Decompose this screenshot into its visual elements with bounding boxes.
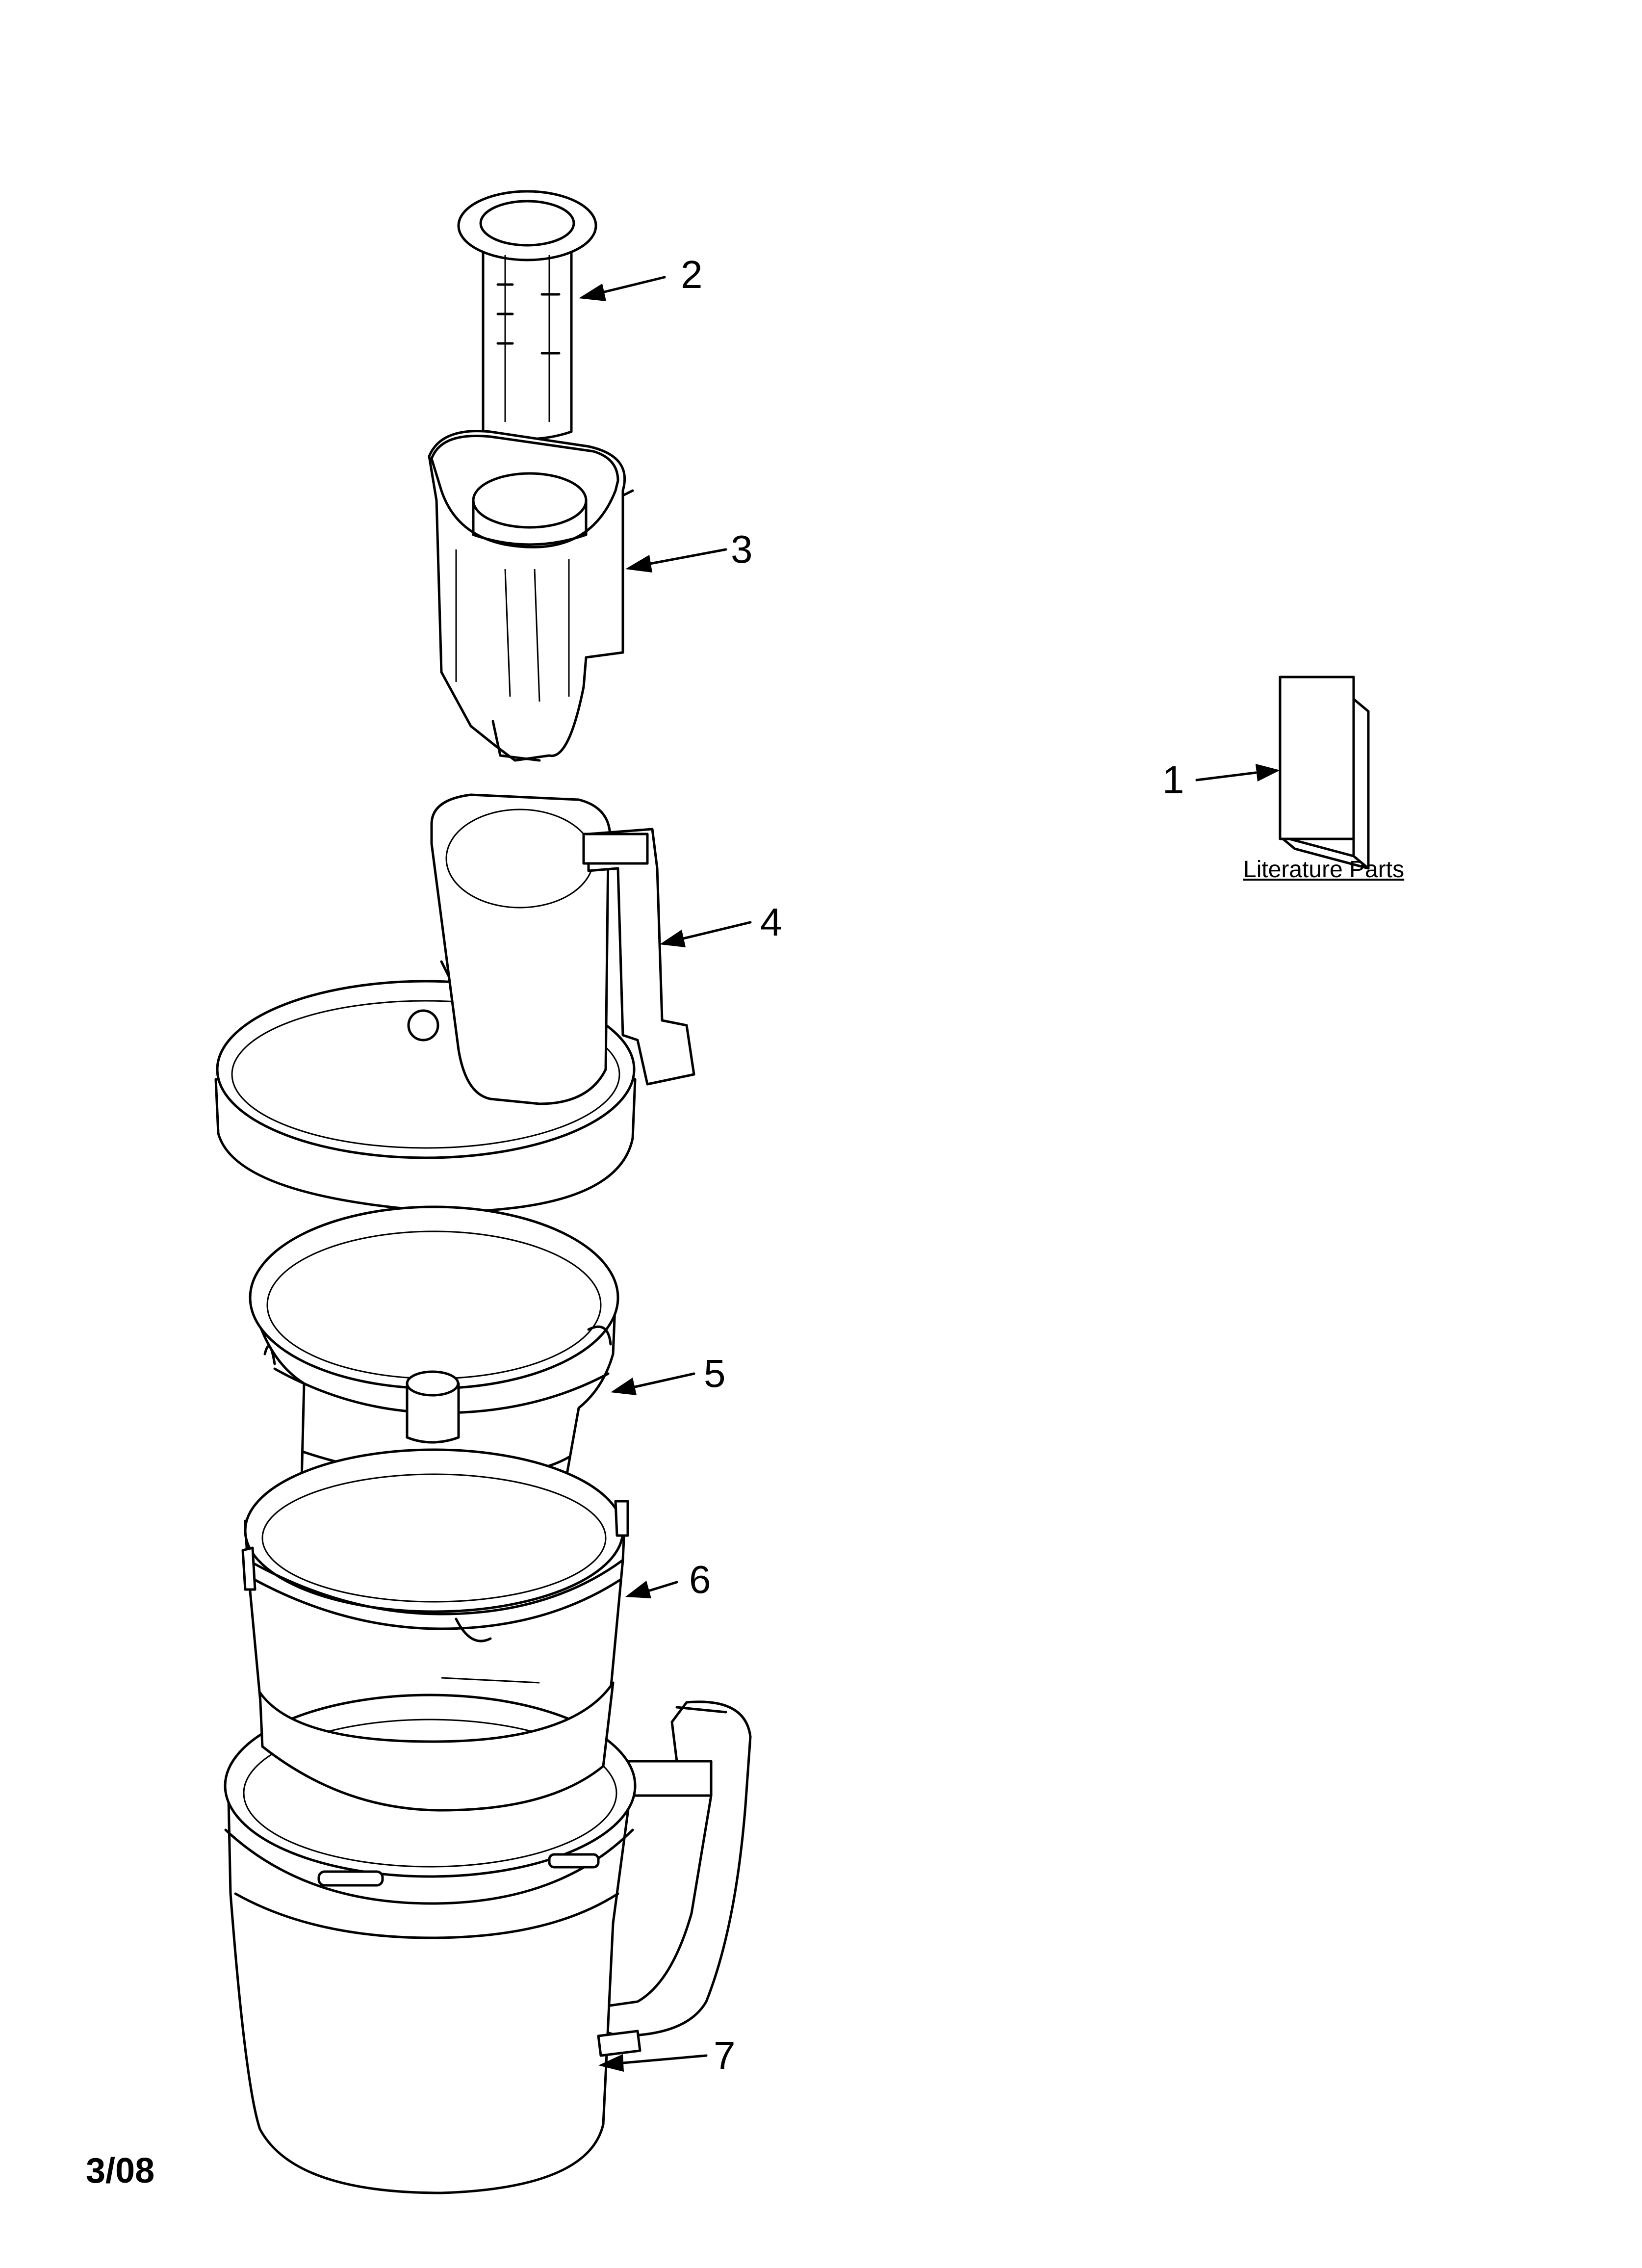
arrowhead-6 bbox=[625, 1581, 651, 1598]
callout-5: 5 bbox=[704, 1352, 726, 1395]
leader-arrow-7 bbox=[621, 2054, 708, 2064]
leader-arrow-5 bbox=[631, 1372, 695, 1389]
arrowhead-5 bbox=[611, 1378, 637, 1395]
arrowhead-2 bbox=[579, 284, 606, 301]
leader-arrow-1 bbox=[1195, 771, 1257, 782]
leader-arrow-4 bbox=[678, 921, 752, 941]
date-code: 3/08 bbox=[86, 2151, 155, 2190]
work-bowl-part bbox=[224, 1681, 752, 2194]
food-pusher-part bbox=[457, 190, 597, 441]
callout-7: 7 bbox=[714, 2033, 736, 2077]
literature-booklet-part bbox=[1279, 676, 1370, 870]
arrowhead-7 bbox=[598, 2054, 624, 2072]
callout-3: 3 bbox=[731, 527, 753, 571]
callout-4: 4 bbox=[760, 900, 782, 944]
leader-arrow-2 bbox=[597, 276, 666, 295]
work-bowl-cover-part bbox=[214, 793, 695, 1213]
leader-arrow-6 bbox=[648, 1581, 678, 1592]
leader-arrow-3 bbox=[646, 548, 727, 566]
leader-arrows bbox=[579, 276, 1280, 2072]
callout-1: 1 bbox=[1162, 758, 1184, 802]
feed-tube-insert-part bbox=[428, 430, 634, 762]
arrowhead-3 bbox=[625, 555, 652, 573]
arrowhead-1 bbox=[1256, 764, 1280, 782]
callout-6: 6 bbox=[689, 1558, 711, 1601]
callout-2: 2 bbox=[681, 253, 703, 296]
arrowhead-4 bbox=[660, 930, 686, 947]
literature-parts-label: Literature Parts bbox=[1243, 857, 1405, 883]
